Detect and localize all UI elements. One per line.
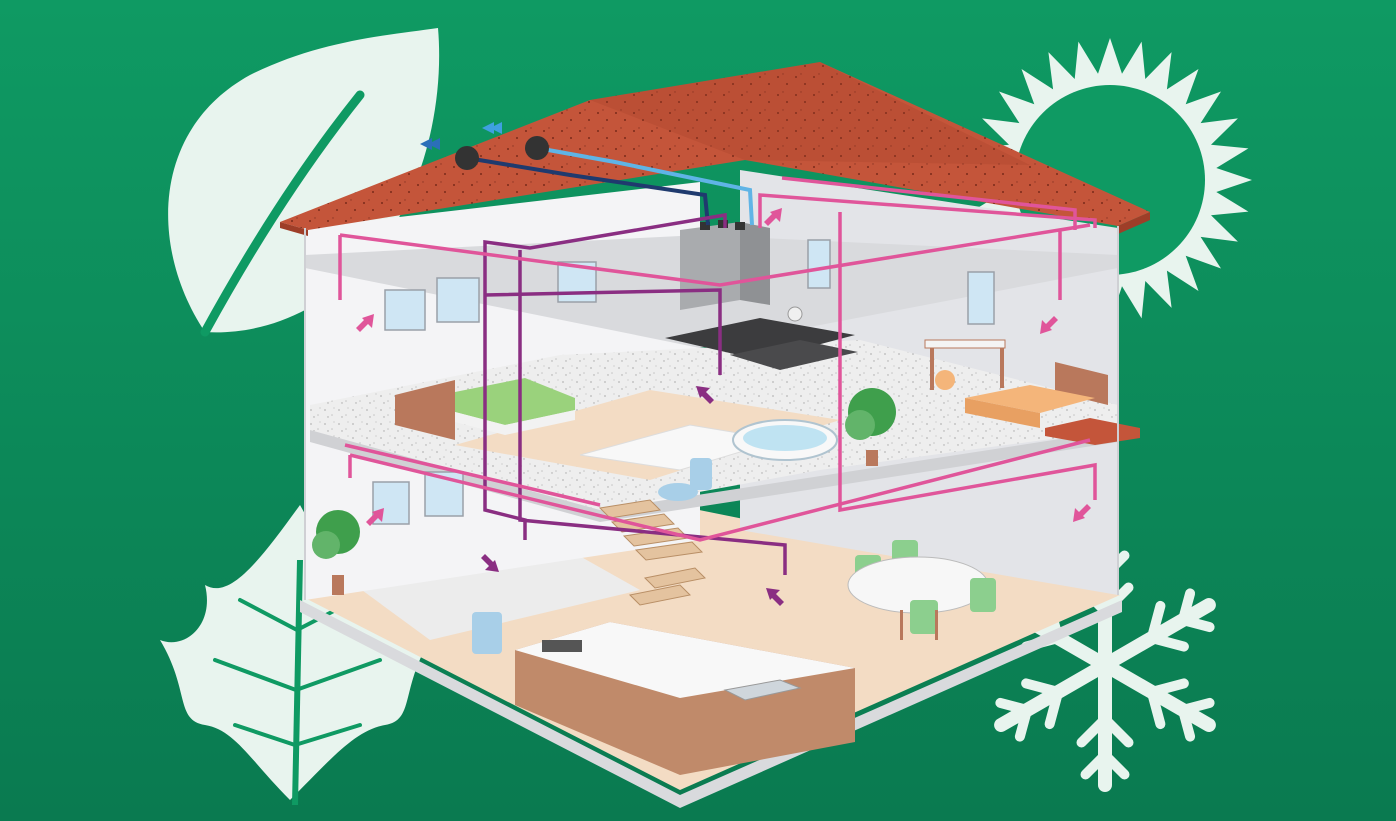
upper-floor-wood [455, 390, 840, 480]
ground-floor-rug [355, 545, 640, 640]
snowflake-branch [1076, 714, 1110, 748]
snowflake-branch [1146, 687, 1166, 730]
snowflake-branch [1146, 633, 1189, 652]
snowflake-branch [1021, 678, 1064, 697]
fresh-air-intake [482, 122, 754, 226]
dining-area [847, 540, 996, 640]
plants [312, 388, 896, 595]
kitchen [515, 622, 855, 775]
flow-arrows [356, 208, 1091, 606]
snowflake-branch [1044, 687, 1064, 730]
roof-edge [280, 222, 308, 236]
roof-ridge-shade [590, 62, 1030, 165]
snowflake-branch [1177, 615, 1215, 633]
snowflake-branch [1080, 750, 1110, 780]
exhaust-outlet [420, 138, 710, 226]
attic-beds [665, 306, 858, 370]
bathroom [472, 419, 838, 654]
house [280, 62, 1150, 808]
snowflake-branch [995, 697, 1033, 715]
roof [280, 62, 1150, 230]
snowflake-branch [1146, 600, 1166, 643]
extract-ducts [483, 212, 787, 575]
fern-leaf-icon [160, 505, 430, 806]
snowflake-branch [1177, 705, 1196, 742]
porch-canopy [1045, 418, 1140, 445]
snowflake-branch [1100, 714, 1134, 748]
snowflake-branch [1146, 678, 1189, 697]
roof-edge-right [1118, 212, 1150, 234]
mvhr-unit [680, 220, 770, 310]
bedroom-orange [924, 339, 1108, 428]
supply-ducts [338, 176, 1097, 542]
